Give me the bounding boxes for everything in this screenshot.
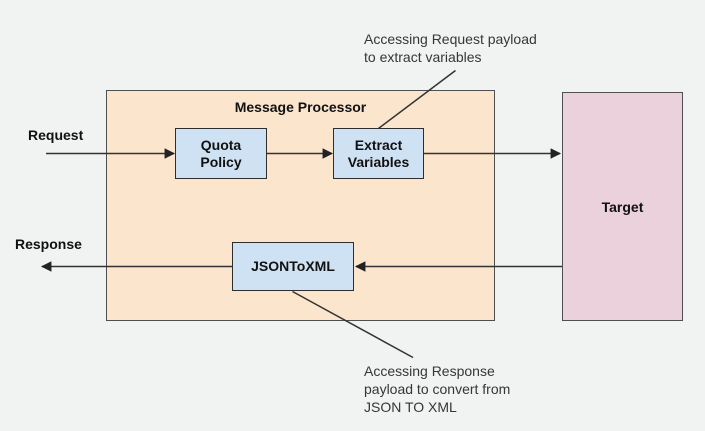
json-to-xml-node: JSONToXML (232, 242, 354, 291)
quota-policy-node: Quota Policy (175, 128, 267, 179)
annotation-request-payload: Accessing Request payload to extract var… (364, 31, 537, 65)
extract-variables-node: Extract Variables (333, 128, 424, 179)
annotation-response-payload: Accessing Response payload to convert fr… (364, 363, 511, 415)
request-label: Request (28, 127, 84, 143)
target-label: Target (601, 198, 644, 215)
target-box: Target (562, 92, 683, 321)
message-processor-title: Message Processor (234, 99, 367, 115)
response-label: Response (15, 236, 82, 252)
